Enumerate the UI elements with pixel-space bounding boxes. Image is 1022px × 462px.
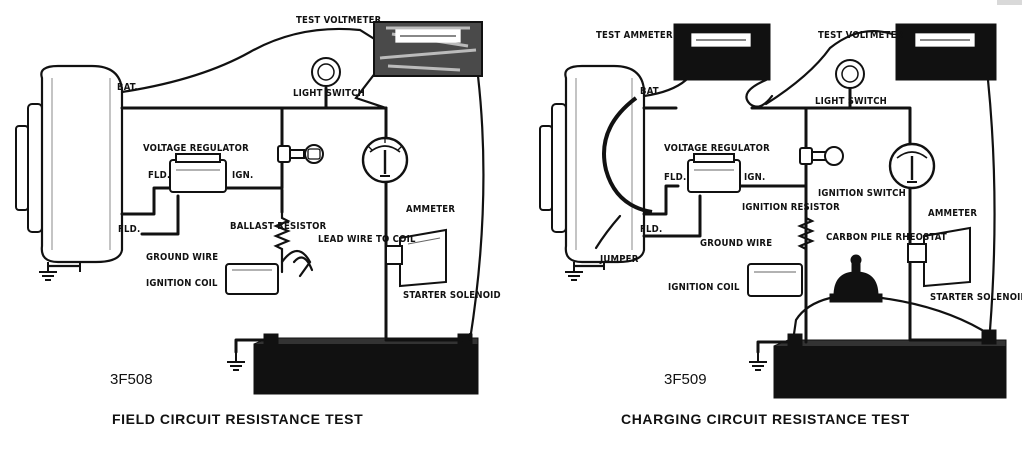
- label-ammeter: AMMETER: [406, 204, 455, 215]
- voltage-regulator: [687, 153, 741, 193]
- ignition-resistor-icon: [797, 210, 815, 262]
- generator-ground-icon: [564, 261, 584, 281]
- test-ammeter: [673, 23, 771, 81]
- field-circuit-diagram: TEST VOLTMETER LIGHT SWITCH BAT. VOLTAGE…: [15, 15, 501, 427]
- voltage-regulator: [169, 153, 227, 193]
- dash-ammeter-gauge: [888, 142, 936, 190]
- battery: [773, 329, 1007, 399]
- label-light-switch: LIGHT SWITCH: [293, 88, 365, 99]
- label-voltage-regulator: VOLTAGE REGULATOR: [664, 143, 770, 154]
- label-jumper: JUMPER: [599, 254, 639, 265]
- battery-ground-icon: [748, 351, 768, 371]
- label-ignition-coil: IGNITION COIL: [668, 282, 740, 293]
- label-regulator-fld: FLD.: [664, 172, 686, 183]
- figure-caption: FIELD CIRCUIT RESISTANCE TEST: [112, 411, 363, 427]
- label-starter-solenoid: STARTER SOLENOID: [403, 290, 501, 301]
- label-ammeter: AMMETER: [928, 208, 977, 219]
- dash-ammeter-gauge: [361, 136, 409, 184]
- battery: [253, 333, 479, 395]
- light-switch-knob-icon: [835, 59, 865, 89]
- generator: [15, 64, 124, 272]
- label-generator-fld: FLD.: [118, 224, 140, 235]
- label-starter-solenoid: STARTER SOLENOID: [930, 292, 1022, 303]
- label-regulator-ign: IGN.: [232, 170, 253, 181]
- label-test-voltmeter: TEST VOLTMETER: [818, 30, 904, 41]
- label-regulator-ign: IGN.: [744, 172, 765, 183]
- ignition-key-icon: [799, 146, 844, 166]
- starter-solenoid: [907, 226, 971, 288]
- label-ground-wire: GROUND WIRE: [700, 238, 772, 249]
- label-test-voltmeter: TEST VOLTMETER: [296, 15, 382, 26]
- charging-circuit-diagram: TEST AMMETER TEST VOLTMETER LIGHT SWITCH…: [539, 23, 1022, 427]
- carbon-pile-rheostat: [829, 254, 883, 303]
- label-ignition-resistor: IGNITION RESISTOR: [742, 202, 840, 213]
- label-ignition-switch: IGNITION SWITCH: [818, 188, 906, 199]
- figure-caption: CHARGING CIRCUIT RESISTANCE TEST: [621, 411, 910, 427]
- label-ignition-coil: IGNITION COIL: [146, 278, 218, 289]
- ballast-resistor-icon: [273, 210, 291, 274]
- label-voltage-regulator: VOLTAGE REGULATOR: [143, 143, 249, 154]
- label-bat: BAT.: [640, 86, 661, 97]
- ignition-coil: [747, 263, 803, 297]
- label-light-switch: LIGHT SWITCH: [815, 96, 887, 107]
- ignition-coil: [225, 263, 279, 295]
- battery-ground-icon: [226, 351, 246, 371]
- label-generator-fld: FLD.: [640, 224, 662, 235]
- figure-number: 3F509: [664, 371, 707, 388]
- test-voltmeter: [373, 21, 483, 77]
- generator: [539, 64, 646, 270]
- corner-tab: [997, 0, 1022, 5]
- starter-solenoid: [385, 228, 447, 288]
- label-ground-wire: GROUND WIRE: [146, 252, 218, 263]
- generator-ground-icon: [38, 261, 58, 281]
- light-switch-knob-icon: [311, 57, 341, 87]
- ignition-key-icon: [277, 144, 324, 164]
- label-lead-wire-to-coil: LEAD WIRE TO COIL: [318, 234, 416, 245]
- label-regulator-fld: FLD.: [148, 170, 170, 181]
- test-voltmeter: [895, 23, 997, 81]
- label-test-ammeter: TEST AMMETER: [596, 30, 673, 41]
- label-carbon-pile-rheostat: CARBON PILE RHEOSTAT: [826, 232, 947, 243]
- label-ballast-resistor: BALLAST RESISTOR: [230, 221, 327, 232]
- figure-number: 3F508: [110, 371, 153, 388]
- label-bat: BAT.: [117, 82, 138, 93]
